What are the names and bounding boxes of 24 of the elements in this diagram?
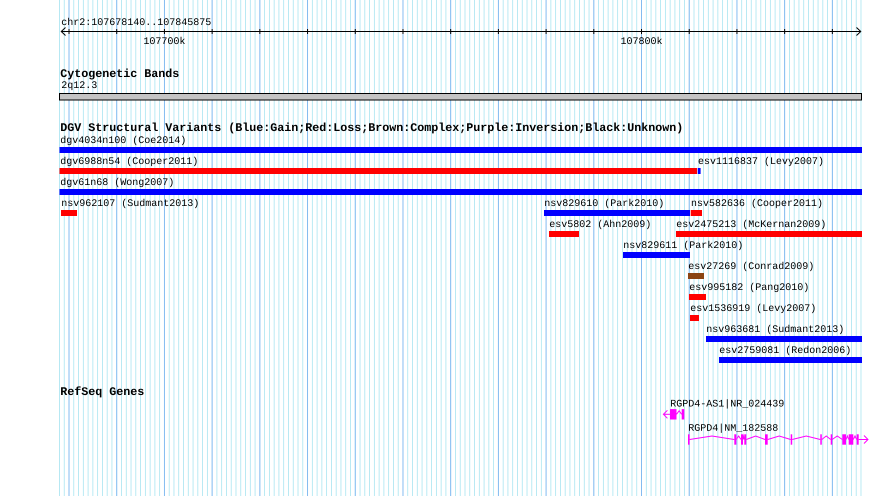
feature-label: esv1116837 (Levy2007) [698, 156, 822, 166]
track-title: DGV Structural Variants (Blue:Gain;Red:Loss;Brown:Complex;Purple:Inversion;Black:Unknown) [61, 122, 682, 134]
feature-label: esv1536919 (Levy2007) [690, 304, 815, 314]
feature-label: dgv4034n100 (Coe2014) [60, 136, 185, 146]
feature-label: esv27269 (Conrad2009) [688, 262, 813, 272]
tick-label: 107700k [144, 36, 185, 44]
feature-label: esv5802 (Ahn2009) [550, 220, 650, 230]
feature-label: RGPD4|NM_182588 [689, 424, 778, 433]
feature-label: dgv61n68 (Wong2007) [60, 178, 173, 188]
feature-label: nsv962107 (Sudmant2013) [62, 198, 198, 208]
feature-label: nsv829610 (Park2010) [545, 198, 663, 208]
feature-label: nsv963681 (Sudmant2013) [707, 324, 843, 334]
feature-label: nsv829611 (Park2010) [624, 240, 742, 250]
feature-label: esv2475213 (McKernan2009) [676, 220, 825, 230]
feature-label: esv2759081 (Redon2006) [720, 346, 850, 356]
tick-label: 107800k [621, 36, 662, 44]
feature-label: esv995182 (Pang2010) [690, 282, 808, 292]
coordinate-label: chr2:107678140..107845875 [62, 18, 211, 26]
feature-label: 2q12.3 [62, 81, 97, 90]
feature-label: nsv582636 (Cooper2011) [692, 198, 822, 208]
feature-label: RGPD4-AS1|NR_024439 [671, 399, 784, 409]
feature-label: dgv6988n54 (Cooper2011) [60, 156, 197, 166]
track-title: RefSeq Genes [61, 386, 144, 398]
track-title: Cytogenetic Bands [60, 68, 179, 80]
